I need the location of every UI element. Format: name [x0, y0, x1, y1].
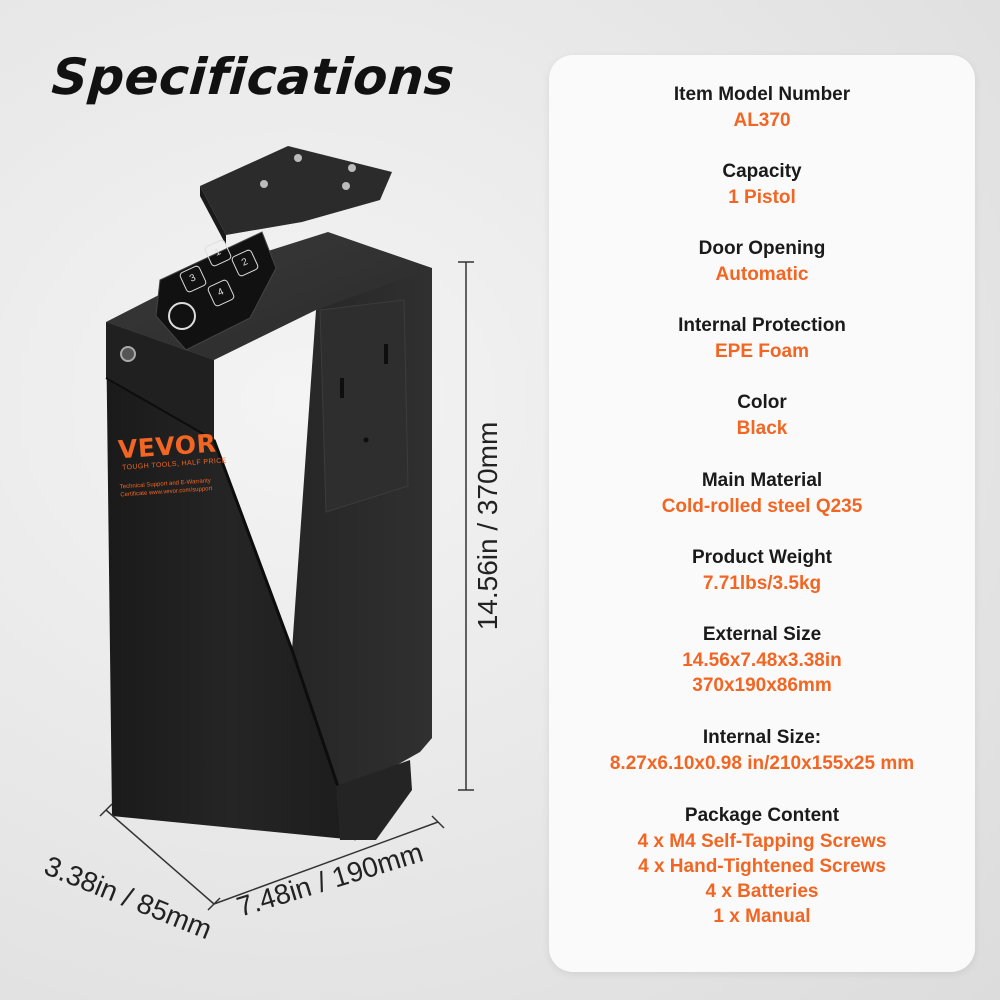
- fingerprint-icon: [168, 302, 196, 330]
- spec-capacity: Capacity 1 Pistol: [722, 161, 802, 208]
- dimension-lines: [99, 261, 474, 911]
- gun-safe-image: [99, 146, 474, 911]
- spec-internal-size: Internal Size: 8.27x6.10x0.98 in/210x155…: [609, 727, 915, 774]
- spec-package-content: Package Content 4 x M4 Self-Tapping Scre…: [637, 805, 887, 927]
- spec-main-material: Main Material Cold-rolled steel Q235: [661, 470, 863, 517]
- spec-panel: Item Model Number AL370 Capacity 1 Pisto…: [549, 55, 975, 972]
- spec-external-size: External Size 14.56x7.48x3.38in 370x190x…: [682, 624, 842, 696]
- spec-product-weight: Product Weight 7.71lbs/3.5kg: [691, 547, 833, 594]
- spec-model: Item Model Number AL370: [673, 84, 851, 131]
- mounting-bracket: [200, 146, 392, 245]
- spec-door-opening: Door Opening Automatic: [698, 238, 826, 285]
- spec-internal-protection: Internal Protection EPE Foam: [678, 315, 846, 362]
- height-dimension: 14.56in / 370mm: [472, 421, 503, 631]
- key-lock-icon: [120, 346, 136, 362]
- spec-color: Color Black: [736, 392, 788, 439]
